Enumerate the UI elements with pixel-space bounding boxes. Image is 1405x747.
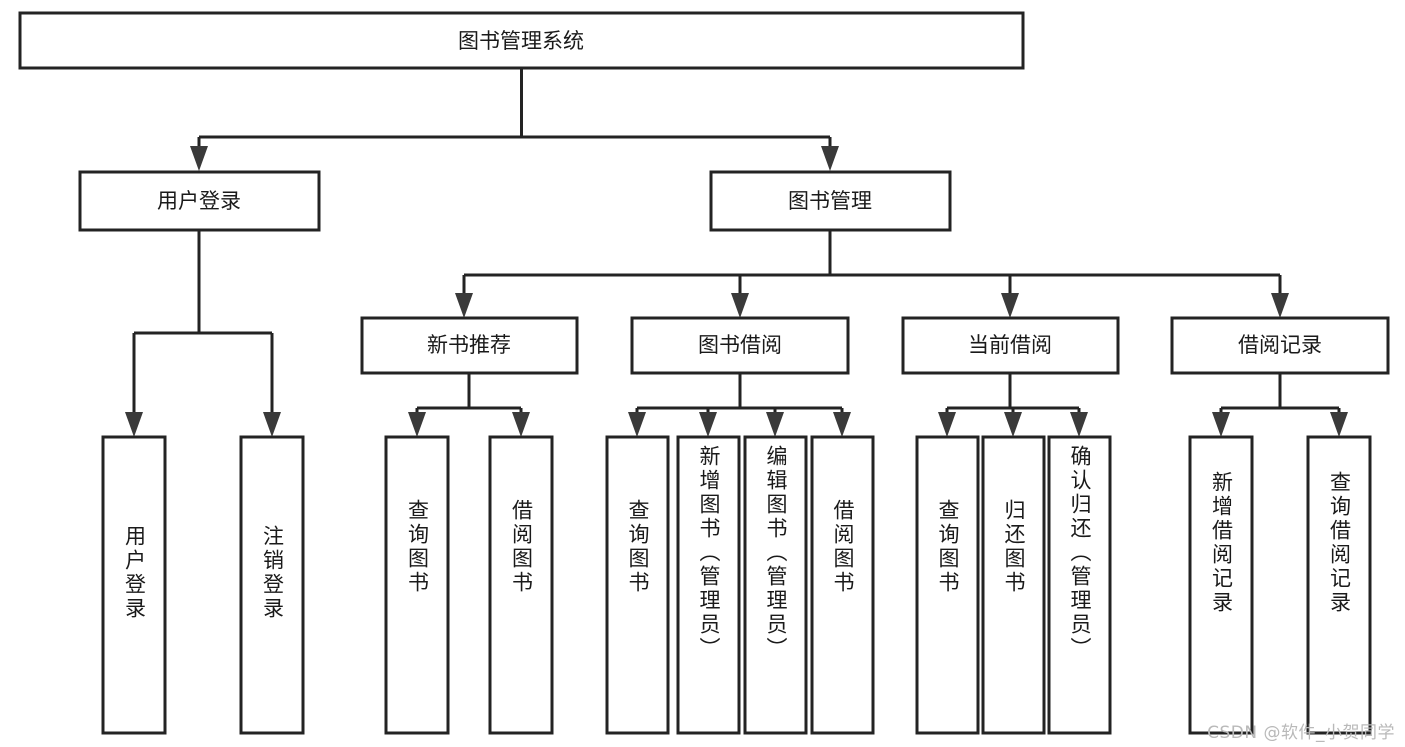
arrow-book-borrow-leaf-1: [628, 412, 646, 437]
arrow-book-borrow-leaf-3: [766, 412, 784, 437]
node-book-management-label: 图书管理: [788, 189, 872, 213]
leaf-box-new-book-1[interactable]: [384, 435, 450, 735]
connector-group-book-borrow: [628, 373, 851, 437]
arrow-book-mgmt-to-current: [1001, 293, 1019, 318]
node-borrow-record-box[interactable]: [1170, 316, 1390, 375]
node-book-borrow[interactable]: 图书借阅: [630, 316, 850, 375]
node-book-management[interactable]: 图书管理: [709, 170, 952, 232]
leaf-box-user-login-2[interactable]: [239, 435, 305, 735]
node-new-book-recommend-label: 新书推荐: [427, 333, 511, 357]
connector-group-root: [190, 68, 839, 171]
connector-group-current-borrow: [938, 373, 1088, 437]
leaf-box-user-login-1[interactable]: [101, 435, 167, 735]
node-current-borrow[interactable]: 当前借阅: [901, 316, 1120, 375]
node-root-box[interactable]: [18, 11, 1025, 70]
node-book-borrow-label: 图书借阅: [698, 333, 782, 357]
leaf-box-book-borrow-2[interactable]: [676, 435, 741, 735]
connector-group-borrow-record: [1212, 373, 1348, 437]
arrow-current-borrow-leaf-2: [1004, 412, 1022, 437]
leaf-box-borrow-record-1[interactable]: [1188, 435, 1254, 735]
arrow-borrow-record-leaf-2: [1330, 412, 1348, 437]
leaf-box-new-book-2[interactable]: [488, 435, 554, 735]
leaf-box-current-borrow-2[interactable]: [981, 435, 1046, 735]
leaf-box-current-borrow-3[interactable]: [1047, 435, 1112, 735]
node-new-book-recommend-box[interactable]: [360, 316, 579, 375]
leaf-box-borrow-record-2[interactable]: [1306, 435, 1372, 735]
connector-group-book-mgmt: [455, 231, 1289, 318]
arrow-book-mgmt-to-record: [1271, 293, 1289, 318]
leaf-box-book-borrow-1[interactable]: [605, 435, 670, 735]
arrow-borrow-record-leaf-1: [1212, 412, 1230, 437]
node-user-login-box[interactable]: [78, 170, 321, 232]
arrow-book-mgmt-to-borrow: [731, 293, 749, 318]
node-user-login-label: 用户登录: [157, 189, 241, 213]
arrow-book-borrow-leaf-2: [699, 412, 717, 437]
arrow-new-book-leaf-2: [512, 412, 530, 437]
arrow-current-borrow-leaf-1: [938, 412, 956, 437]
node-root-label: 图书管理系统: [458, 29, 584, 53]
arrow-user-login-leaf-1: [125, 412, 143, 437]
arrow-new-book-leaf-1: [408, 412, 426, 437]
leaf-box-current-borrow-1[interactable]: [915, 435, 980, 735]
node-book-borrow-box[interactable]: [630, 316, 850, 375]
csdn-watermark: CSDN @软件_小贺同学: [1207, 723, 1395, 743]
node-borrow-record[interactable]: 借阅记录: [1170, 316, 1390, 375]
leaf-box-book-borrow-3[interactable]: [743, 435, 808, 735]
node-root[interactable]: 图书管理系统: [18, 11, 1025, 70]
connector-group-user-login: [125, 231, 281, 437]
arrow-book-borrow-leaf-4: [833, 412, 851, 437]
node-current-borrow-box[interactable]: [901, 316, 1120, 375]
node-user-login[interactable]: 用户登录: [78, 170, 321, 232]
node-current-borrow-label: 当前借阅: [968, 333, 1052, 357]
node-new-book-recommend[interactable]: 新书推荐: [360, 316, 579, 375]
node-book-management-box[interactable]: [709, 170, 952, 232]
arrow-root-to-user-login: [190, 146, 208, 171]
node-borrow-record-label: 借阅记录: [1238, 333, 1322, 357]
arrow-book-mgmt-to-new-book: [455, 293, 473, 318]
leaf-box-book-borrow-4[interactable]: [810, 435, 875, 735]
arrow-current-borrow-leaf-3: [1070, 412, 1088, 437]
connector-group-new-book: [408, 373, 530, 437]
arrow-root-to-book-mgmt: [821, 146, 839, 171]
arrow-user-login-leaf-2: [263, 412, 281, 437]
